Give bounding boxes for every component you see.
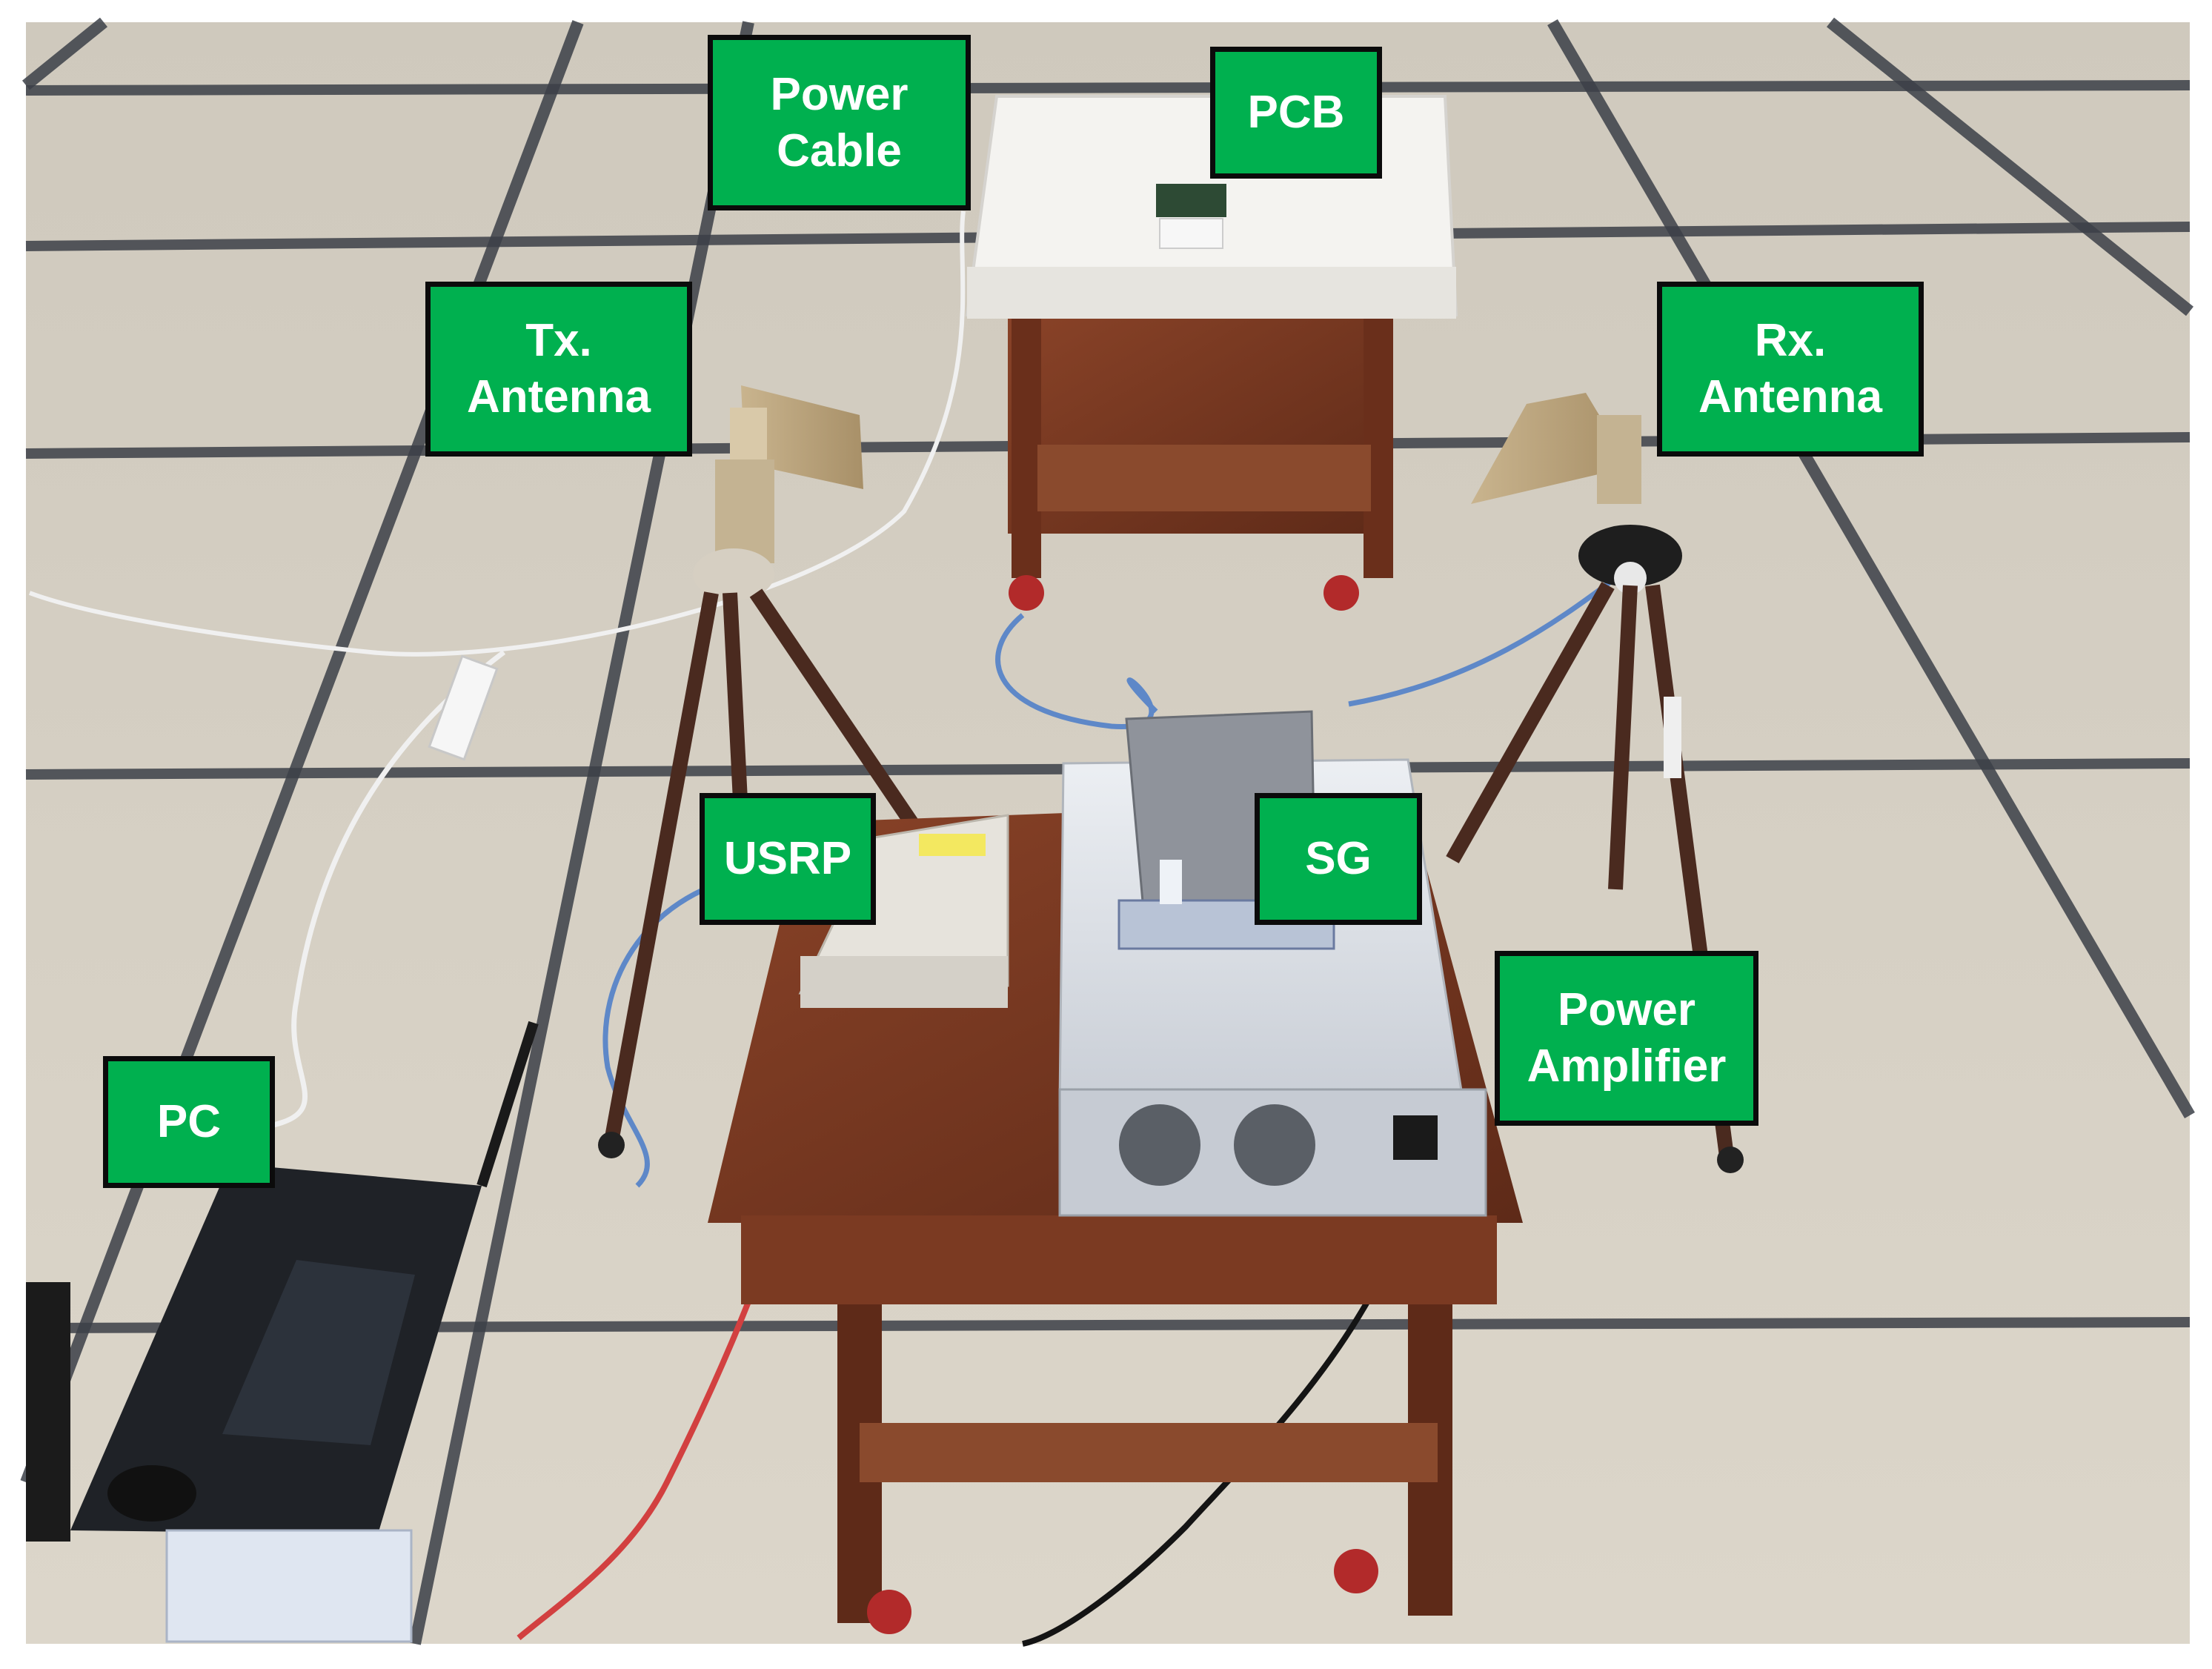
label-sg-text: SG [1305,833,1372,884]
label-power-amplifier-line1: Power [1557,984,1696,1035]
label-power-cable-line1: Power [770,68,909,120]
label-pc-text: PC [156,1096,222,1147]
tx-antenna-tripod [598,385,918,1158]
label-rx-antenna: Rx.Antenna [1657,282,1924,457]
label-pcb-text: PCB [1247,87,1345,138]
label-rx-antenna-line1: Rx. [1754,315,1827,366]
label-power-amplifier-line2: Amplifier [1527,1041,1727,1092]
label-rx-antenna-line2: Antenna [1698,371,1882,422]
label-tx-antenna-line2: Antenna [467,371,651,422]
usrp-device [798,814,1009,1008]
laptop-pc [70,1021,539,1643]
label-pcb: PCB [1210,47,1382,179]
label-tx-antenna: Tx.Antenna [425,282,692,457]
label-pc: PC [103,1056,275,1188]
label-usrp-text: USRP [723,833,852,884]
label-power-cable-line2: Cable [777,125,902,176]
label-tx-antenna-line1: Tx. [525,315,592,366]
label-usrp: USRP [700,793,876,925]
chair [26,1282,70,1542]
label-sg: SG [1255,793,1422,925]
power-strip [428,654,499,761]
